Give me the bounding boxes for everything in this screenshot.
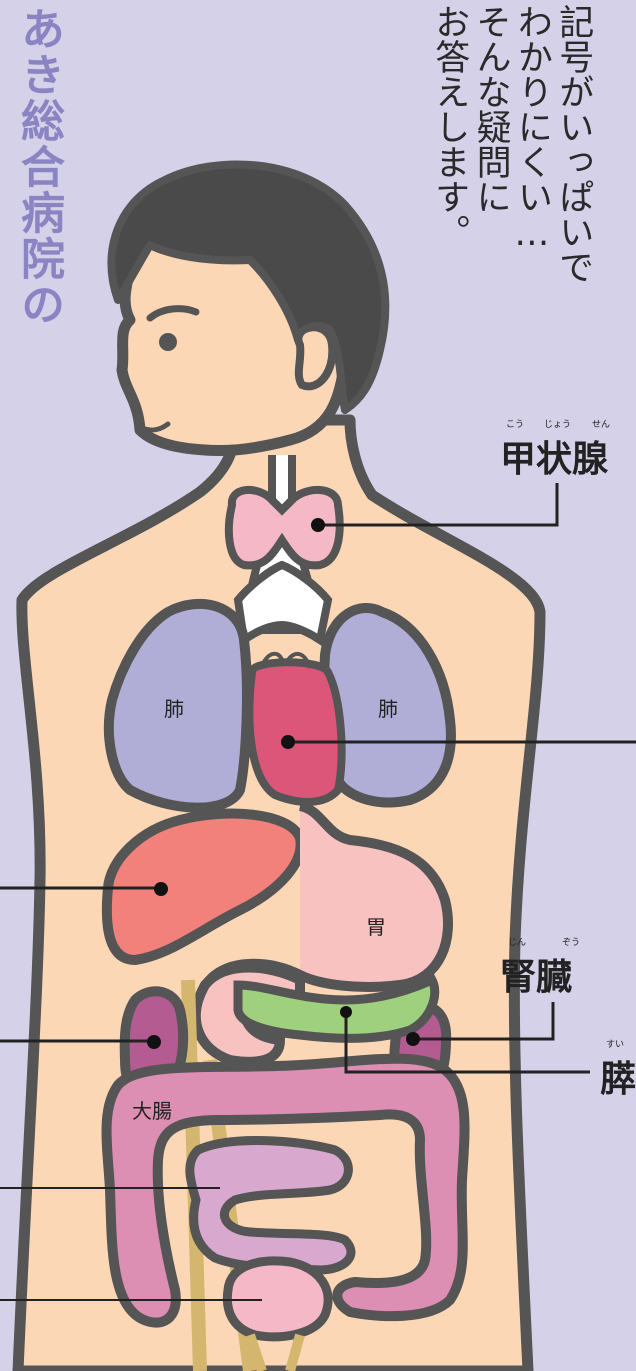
dot-pancreas (340, 1006, 352, 1018)
organ-label-lung-right: 肺 (378, 697, 398, 721)
label-thyroid: こう じょう せん 甲状腺 (500, 430, 608, 482)
heart (249, 662, 341, 802)
dot-liver (154, 882, 168, 896)
dot-heart (281, 735, 295, 749)
eye (159, 333, 177, 351)
ear (298, 327, 332, 386)
dot-kidney-left (147, 1035, 161, 1049)
organ-label-large-intestine: 大腸 (132, 1099, 172, 1123)
hospital-name: あき総合病院の (6, 6, 70, 328)
intro-text: 記号がいっぱいで わかりにくい… そんな疑問に お答えします。 (428, 4, 593, 284)
label-pancreas: すい 膵 (600, 1050, 636, 1102)
organ-label-stomach: 胃 (366, 915, 386, 939)
bladder (227, 1261, 328, 1337)
dot-kidney-right (406, 1032, 420, 1046)
dot-thyroid (311, 518, 325, 532)
label-kidney: じん ぞう 腎臓 (500, 948, 572, 1000)
organ-label-lung-left: 肺 (164, 697, 184, 721)
